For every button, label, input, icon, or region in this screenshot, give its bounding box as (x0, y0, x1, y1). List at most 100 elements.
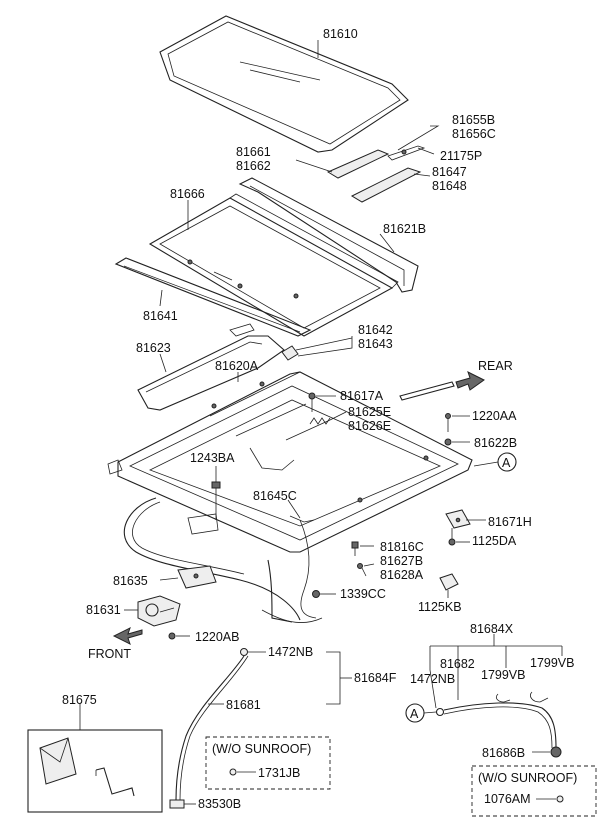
clip-81645C (289, 515, 315, 523)
note-box-wo-sunroof-right: (W/O SUNROOF) 1076AM (471, 765, 597, 817)
label-81647: 81647 (432, 165, 467, 179)
sunroof-motor (137, 595, 181, 627)
leader-81645C (287, 499, 301, 519)
label-81655B: 81655B (452, 113, 495, 127)
label-1731JB: 1731JB (258, 766, 300, 780)
label-81631: 81631 (86, 603, 121, 617)
label-81627B: 81627B (380, 554, 423, 568)
label-1339CC: 1339CC (340, 587, 386, 601)
sunshade-panel (148, 193, 399, 337)
label-81661: 81661 (236, 145, 271, 159)
callout-a-right: A (473, 452, 517, 472)
label-1472NB-a: 1472NB (268, 645, 313, 659)
bolt-81622B (444, 438, 452, 446)
label-21175P: 21175P (440, 149, 482, 163)
label-81643: 81643 (358, 337, 393, 351)
label-81623: 81623 (136, 341, 171, 355)
label-81620A: 81620A (215, 359, 259, 373)
label-81645C: 81645C (253, 489, 297, 503)
label-83530B: 83530B (198, 797, 241, 811)
label-1125KB: 1125KB (418, 600, 462, 614)
label-81625E: 81625E (348, 405, 391, 419)
leader-81655B (397, 125, 440, 151)
bolt-1125DA (448, 528, 456, 546)
label-81628A: 81628A (380, 568, 424, 582)
nut-1339CC (312, 590, 320, 598)
rear-rail (238, 177, 419, 293)
svg-text:A: A (410, 707, 419, 721)
label-1125DA: 1125DA (472, 534, 517, 548)
label-81816C: 81816C (380, 540, 424, 554)
note-box-wo-sunroof-left: (W/O SUNROOF) 1731JB (205, 736, 331, 790)
motor-bracket-81635 (177, 513, 219, 589)
label-81686B: 81686B (482, 746, 525, 760)
rear-seal-strip (399, 381, 455, 401)
label-81684X: 81684X (470, 622, 514, 636)
sunshade-strip (114, 257, 312, 337)
cable-guide (281, 337, 353, 361)
label-81666: 81666 (170, 187, 205, 201)
label-1472NB-b: 1472NB (410, 672, 455, 686)
grommet-81686B (550, 746, 562, 758)
deflector-bracket-rear (350, 167, 422, 203)
note-wo-sunroof-left: (W/O SUNROOF) (212, 742, 311, 756)
screw-81617A (308, 392, 316, 412)
clip-1125KB (439, 573, 459, 591)
leader-81635 (159, 577, 179, 581)
frame-seal (137, 335, 285, 411)
bolt-1220AA (445, 413, 451, 432)
label-81684F: 81684F (354, 671, 397, 685)
label-81671H: 81671H (488, 515, 532, 529)
bolt-1220AB (168, 632, 176, 640)
label-81641: 81641 (143, 309, 178, 323)
direction-rear: REAR (478, 359, 513, 373)
deflector-bracket-front (326, 149, 390, 179)
leader-81627B (363, 563, 375, 567)
label-81642: 81642 (358, 323, 393, 337)
label-81626E: 81626E (348, 419, 391, 433)
svg-text:A: A (502, 456, 511, 470)
label-1220AA: 1220AA (472, 409, 517, 423)
label-81617A: 81617A (340, 389, 384, 403)
leader-81625E (329, 411, 347, 421)
label-81648: 81648 (432, 179, 467, 193)
label-81622B: 81622B (474, 436, 517, 450)
label-1220AB: 1220AB (195, 630, 239, 644)
leader-81623 (159, 353, 167, 373)
rear-drain-hose (435, 691, 557, 749)
label-81675: 81675 (62, 693, 97, 707)
screw-81627B (357, 563, 367, 577)
front-drain-hose (169, 648, 249, 809)
label-81635: 81635 (113, 574, 148, 588)
glass-panel (159, 15, 409, 153)
leader-81621B (379, 233, 395, 253)
drive-cable-assembly (123, 497, 323, 623)
bracket-81671H (445, 509, 471, 529)
screw-81816C (351, 541, 359, 556)
deflector-link (387, 145, 426, 161)
note-wo-sunroof-right: (W/O SUNROOF) (478, 771, 577, 785)
label-1799VB-a: 1799VB (481, 668, 525, 682)
leader-81647 (413, 173, 431, 177)
label-81610: 81610 (323, 27, 358, 41)
spring-81625E (309, 417, 331, 425)
label-81682: 81682 (440, 657, 475, 671)
leader-81642 (297, 336, 353, 357)
bracket-81684F (326, 651, 341, 705)
label-1076AM: 1076AM (484, 792, 531, 806)
label-81662: 81662 (236, 159, 271, 173)
leader-1472NB-b (429, 669, 437, 709)
sunroof-frame (107, 371, 473, 553)
rear-direction-arrow (455, 371, 485, 391)
leader-81641 (159, 289, 163, 307)
direction-front: FRONT (88, 647, 131, 661)
leader-81661 (295, 159, 333, 173)
callout-a-left: A (405, 703, 437, 723)
front-direction-arrow (112, 627, 143, 645)
label-81681: 81681 (226, 698, 261, 712)
owner-kit-box (27, 729, 163, 813)
label-1799VB-b: 1799VB (530, 656, 574, 670)
label-81621B: 81621B (383, 222, 426, 236)
label-1243BA: 1243BA (190, 451, 235, 465)
